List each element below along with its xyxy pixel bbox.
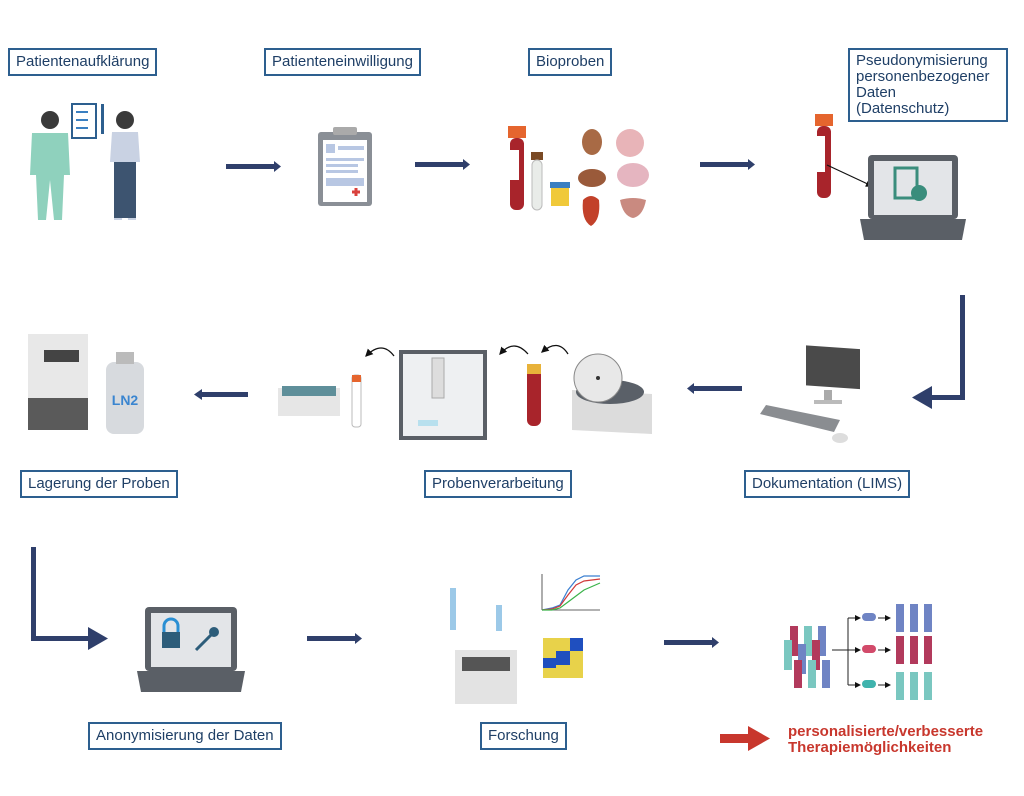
heatmap-icon <box>543 638 583 678</box>
research-lab-icon <box>450 588 517 704</box>
freezer-icon <box>28 334 88 430</box>
centrifuge-icon <box>572 353 652 434</box>
patient-group-teal-icon <box>896 672 932 700</box>
arrow-right <box>415 159 470 170</box>
patient-group-blue-icon <box>896 604 932 632</box>
clipboard-checklist-icon <box>71 103 104 139</box>
pill-icon <box>862 613 876 621</box>
growth-chart-icon <box>541 574 601 611</box>
ln2-tank-icon: LN2 <box>106 352 144 434</box>
step-label-biosamples: Bioproben <box>528 48 613 76</box>
label-text: Pseudonymisierung <box>856 52 988 69</box>
step-label-patient-education: Patientenaufklärung <box>8 48 158 76</box>
label-text: Patientenaufklärung <box>16 53 150 70</box>
outcome-text: personalisierte/verbesserte Therapiemögl… <box>788 724 983 756</box>
label-text: (Datenschutz) <box>856 100 950 117</box>
consent-form-icon <box>318 127 372 206</box>
label-text: Patienteneinwilligung <box>272 53 413 70</box>
step-label-research: Forschung <box>480 722 567 750</box>
sample-tube-icon <box>351 374 362 428</box>
step-label-anonymization: Anonymisierung der Daten <box>88 722 282 750</box>
ln2-label: LN2 <box>112 392 139 408</box>
arrow-elbow-down-left <box>912 295 965 409</box>
tissue-tube-icon <box>531 152 543 211</box>
treatment-branch-arrows <box>832 615 891 688</box>
patient-group-icon <box>784 626 830 688</box>
label-text: Anonymisierung der Daten <box>96 727 274 744</box>
laptop-key-icon <box>137 607 245 692</box>
arrow-right <box>307 633 362 644</box>
outcome-line: Therapiemöglichkeiten <box>788 739 952 756</box>
arrow-left <box>687 383 742 394</box>
arrow-right <box>700 159 755 170</box>
curved-arrow <box>541 344 569 355</box>
step-label-pseudonymization: Pseudonymisierung personenbezogener Date… <box>848 48 1008 122</box>
step-label-patient-consent: Patienteneinwilligung <box>264 48 421 76</box>
curved-arrow <box>499 345 529 355</box>
label-text: Bioproben <box>536 53 605 70</box>
label-text: Probenverarbeitung <box>432 475 564 492</box>
patient-group-red-icon <box>896 636 932 664</box>
outcome-arrow <box>720 726 770 751</box>
arrow-elbow-down-right <box>31 547 108 650</box>
laptop-lock-icon <box>860 155 966 240</box>
label-text: Dokumentation (LIMS) <box>752 475 903 492</box>
label-text: Daten <box>856 84 897 101</box>
arrow-left <box>194 389 248 400</box>
pill-icon <box>862 680 876 688</box>
urine-cup-icon <box>550 182 570 206</box>
patient-icon <box>110 111 140 220</box>
label-text: Lagerung der Proben <box>28 475 170 492</box>
pill-icon <box>862 645 876 653</box>
pseudonymized-tube-icon <box>815 114 874 198</box>
organs-icon <box>578 129 649 226</box>
step-label-storage: Lagerung der Proben <box>20 470 178 498</box>
pipetting-robot-icon <box>399 350 487 440</box>
blood-tube-processing-icon <box>527 364 541 426</box>
label-text: personenbezogener <box>856 68 990 85</box>
outcome-line: personalisierte/verbesserte <box>788 723 984 740</box>
step-label-processing: Probenverarbeitung <box>424 470 572 498</box>
step-label-documentation: Dokumentation (LIMS) <box>744 470 911 498</box>
curved-arrow <box>365 347 395 357</box>
label-text: Forschung <box>488 727 559 744</box>
arrow-right <box>664 637 719 648</box>
doctor-icon <box>30 111 70 220</box>
arrow-right <box>226 161 281 172</box>
desktop-computer-icon <box>760 345 860 443</box>
tube-rack-icon <box>278 386 340 416</box>
blood-tube-icon <box>508 126 526 210</box>
